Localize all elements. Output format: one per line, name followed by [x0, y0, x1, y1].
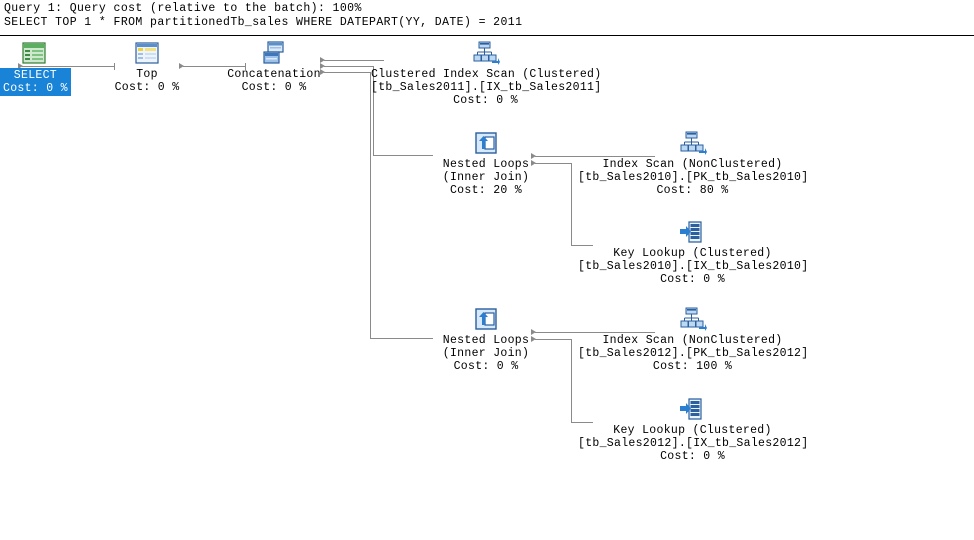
plan-node-top-cost: Cost: 0 % [114, 81, 180, 94]
connector-concat-branch-2-vertical [370, 72, 371, 338]
nested-loops-icon [428, 128, 544, 158]
plan-node-key-lookup-2012-title: Key Lookup (Clustered) [613, 424, 772, 437]
plan-node-nested-loops-2-jointype: (Inner Join) [442, 347, 530, 360]
top-table-icon [105, 38, 189, 68]
plan-node-clustered-index-scan-2011-object: [tb_Sales2011].[IX_tb_Sales2011] [371, 81, 602, 94]
plan-node-index-scan-2010[interactable]: Index Scan (NonClustered) [tb_Sales2010]… [578, 128, 809, 197]
connector-concat-input-2 [324, 66, 373, 67]
header-divider [0, 35, 974, 36]
plan-node-index-scan-2012-cost: Cost: 100 % [652, 360, 733, 373]
plan-node-index-scan-2010-object: [tb_Sales2010].[PK_tb_Sales2010] [578, 171, 809, 184]
connector-to-clustered-index-scan [376, 60, 384, 61]
plan-node-clustered-index-scan-2011[interactable]: Clustered Index Scan (Clustered) [tb_Sal… [371, 38, 602, 107]
plan-node-select-cost: Cost: 0 % [3, 82, 68, 95]
connector-concat-input-1 [324, 60, 376, 61]
result-grid-icon [0, 38, 68, 68]
connector-keylookup2010-to-nl1-horizontal [535, 163, 571, 164]
connector-concat-branch-1-horizontal [373, 155, 433, 156]
plan-node-key-lookup-2012[interactable]: Key Lookup (Clustered) [tb_Sales2012].[I… [578, 394, 809, 463]
plan-node-key-lookup-2010-labelbox[interactable]: Key Lookup (Clustered) [tb_Sales2010].[I… [578, 247, 809, 286]
nested-loops-icon [428, 304, 544, 334]
plan-node-index-scan-2012-title: Index Scan (NonClustered) [602, 334, 783, 347]
connector-keylookup2012-vertical [571, 339, 572, 422]
plan-node-key-lookup-2012-cost: Cost: 0 % [660, 450, 725, 463]
plan-node-top-labelbox[interactable]: Top Cost: 0 % [105, 68, 189, 94]
plan-node-nested-loops-2[interactable]: Nested Loops (Inner Join) Cost: 0 % [428, 304, 544, 373]
plan-node-key-lookup-2010-object: [tb_Sales2010].[IX_tb_Sales2010] [578, 260, 809, 273]
connector-concat-branch-1-vertical [373, 66, 374, 155]
connector-top-to-select [22, 66, 114, 67]
connector-concat-branch-2-horizontal [370, 338, 433, 339]
connector-keylookup2010-stub [571, 245, 593, 246]
plan-node-top[interactable]: Top Cost: 0 % [105, 38, 189, 94]
connector-keylookup2012-to-nl2-horizontal [535, 339, 571, 340]
plan-node-nested-loops-2-cost: Cost: 0 % [453, 360, 519, 373]
plan-node-key-lookup-2012-object: [tb_Sales2012].[IX_tb_Sales2012] [578, 437, 809, 450]
plan-node-index-scan-2012[interactable]: Index Scan (NonClustered) [tb_Sales2012]… [578, 304, 809, 373]
plan-node-select[interactable]: SELECT Cost: 0 % [0, 38, 71, 96]
plan-node-concatenation-title: Concatenation [227, 68, 321, 81]
plan-header: Query 1: Query cost (relative to the bat… [0, 0, 974, 30]
connector-indexscan2010-to-nl1 [535, 156, 655, 157]
execution-plan-canvas[interactable]: SELECT Cost: 0 % Top Cost: 0 % [0, 36, 974, 540]
connector-keylookup2012-stub [571, 422, 593, 423]
connector-tick [114, 63, 115, 70]
plan-node-concatenation-labelbox[interactable]: Concatenation Cost: 0 % [210, 68, 338, 94]
connector-indexscan2012-to-nl2 [535, 332, 655, 333]
plan-node-concatenation-cost: Cost: 0 % [241, 81, 307, 94]
plan-node-index-scan-2010-labelbox[interactable]: Index Scan (NonClustered) [tb_Sales2010]… [578, 158, 809, 197]
plan-node-nested-loops-2-labelbox[interactable]: Nested Loops (Inner Join) Cost: 0 % [428, 334, 544, 373]
plan-node-key-lookup-2012-labelbox[interactable]: Key Lookup (Clustered) [tb_Sales2012].[I… [578, 424, 809, 463]
connector-tick [245, 63, 246, 70]
query-cost-line: Query 1: Query cost (relative to the bat… [4, 2, 362, 15]
plan-node-index-scan-2010-title: Index Scan (NonClustered) [602, 158, 783, 171]
concatenation-icon [210, 38, 338, 68]
plan-node-select-labelbox[interactable]: SELECT Cost: 0 % [0, 68, 71, 96]
plan-node-clustered-index-scan-2011-title: Clustered Index Scan (Clustered) [371, 68, 602, 81]
index-scan-icon [371, 38, 600, 68]
plan-node-nested-loops-1[interactable]: Nested Loops (Inner Join) Cost: 20 % [428, 128, 544, 197]
plan-node-concatenation[interactable]: Concatenation Cost: 0 % [210, 38, 338, 94]
plan-node-key-lookup-2010-cost: Cost: 0 % [660, 273, 725, 286]
plan-node-select-title: SELECT [13, 69, 58, 82]
connector-concat-input-3 [324, 72, 370, 73]
connector-concat-to-top [183, 66, 245, 67]
plan-node-clustered-index-scan-2011-labelbox[interactable]: Clustered Index Scan (Clustered) [tb_Sal… [371, 68, 602, 107]
plan-node-key-lookup-2010-title: Key Lookup (Clustered) [613, 247, 772, 260]
plan-node-nested-loops-1-jointype: (Inner Join) [442, 171, 530, 184]
plan-node-nested-loops-1-cost: Cost: 20 % [449, 184, 522, 197]
key-lookup-icon [578, 217, 807, 247]
plan-node-index-scan-2010-cost: Cost: 80 % [656, 184, 729, 197]
plan-node-key-lookup-2010[interactable]: Key Lookup (Clustered) [tb_Sales2010].[I… [578, 217, 809, 286]
plan-node-index-scan-2012-object: [tb_Sales2012].[PK_tb_Sales2012] [578, 347, 809, 360]
query-sql-line: SELECT TOP 1 * FROM partitionedTb_sales … [4, 16, 523, 29]
connector-keylookup2010-vertical [571, 163, 572, 245]
plan-node-nested-loops-1-labelbox[interactable]: Nested Loops (Inner Join) Cost: 20 % [428, 158, 544, 197]
index-scan-icon [578, 128, 807, 158]
plan-node-nested-loops-2-title: Nested Loops [442, 334, 530, 347]
key-lookup-icon [578, 394, 807, 424]
index-scan-icon [578, 304, 807, 334]
plan-node-nested-loops-1-title: Nested Loops [442, 158, 530, 171]
plan-node-top-title: Top [136, 68, 158, 81]
plan-node-index-scan-2012-labelbox[interactable]: Index Scan (NonClustered) [tb_Sales2012]… [578, 334, 809, 373]
plan-node-clustered-index-scan-2011-cost: Cost: 0 % [453, 94, 518, 107]
